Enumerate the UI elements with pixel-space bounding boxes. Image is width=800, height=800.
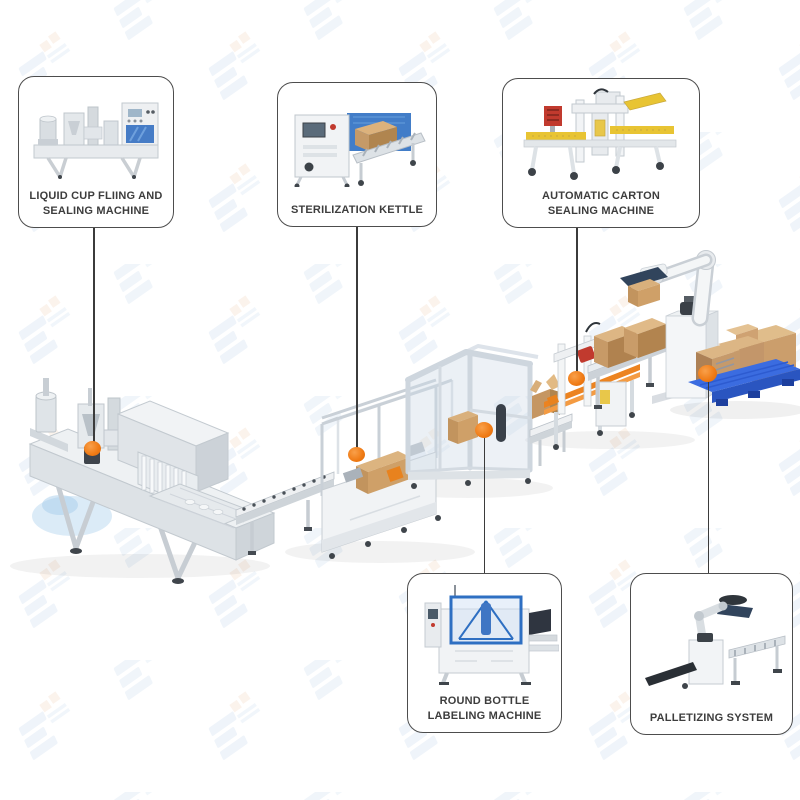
callout-label: ROUND BOTTLE LABELING MACHINE bbox=[427, 695, 542, 722]
palletizing-robot-icon bbox=[644, 595, 785, 690]
pallet-stack-graphic bbox=[688, 324, 800, 406]
callout-round-bottle-labeling: ROUND BOTTLE LABELING MACHINE bbox=[407, 573, 562, 733]
carton-sealing-machine-icon bbox=[523, 88, 677, 181]
sterilization-kettle-icon bbox=[294, 112, 426, 187]
box-conveyor-graphic bbox=[587, 318, 669, 409]
connector-line-carton-sealing bbox=[576, 228, 578, 374]
outfeed-conveyor-graphic bbox=[529, 374, 573, 466]
callout-automatic-carton-sealing: AUTOMATIC CARTON SEALING MACHINE bbox=[502, 78, 700, 228]
carton-sealing-machine-image bbox=[503, 79, 699, 189]
sterilization-kettle-machine-image bbox=[278, 83, 436, 203]
shadow bbox=[285, 541, 475, 563]
palletizing-robot-image bbox=[631, 574, 792, 711]
carton-sealer-graphic bbox=[544, 322, 640, 450]
callout-label: LIQUID CUP FLIING AND SEALING MACHINE bbox=[29, 190, 163, 217]
shadow bbox=[525, 431, 695, 449]
round-bottle-labeling-machine-image bbox=[408, 574, 561, 694]
highlight-dot-palletizing bbox=[698, 365, 717, 382]
highlight-dot-carton-sealing bbox=[568, 371, 585, 386]
connector-line-sterilization bbox=[356, 227, 358, 449]
highlight-dot-cup-filling bbox=[84, 441, 101, 456]
callout-palletizing-system: PALLETIZING SYSTEM bbox=[630, 573, 793, 735]
liquid-cup-filling-machine-image bbox=[19, 77, 173, 189]
round-bottle-labeling-machine-icon bbox=[424, 585, 559, 686]
callout-sterilization-kettle: STERILIZATION KETTLE bbox=[277, 82, 437, 227]
callout-label: AUTOMATIC CARTON SEALING MACHINE bbox=[541, 190, 661, 217]
liquid-cup-filling-machine-icon bbox=[33, 102, 159, 180]
infeed-conveyor-graphic bbox=[235, 471, 335, 555]
shadow bbox=[670, 401, 800, 419]
callout-liquid-cup-filling: LIQUID CUP FLIING AND SEALING MACHINE bbox=[18, 76, 174, 228]
highlight-dot-labeling bbox=[475, 422, 493, 438]
connector-line-labeling bbox=[483, 437, 486, 573]
case-packer-cage-graphic bbox=[405, 344, 539, 489]
shadow bbox=[10, 554, 270, 578]
connector-line-cup-filling bbox=[93, 228, 95, 446]
highlight-dot-sterilization bbox=[348, 447, 365, 462]
callout-label: PALLETIZING SYSTEM bbox=[649, 711, 774, 724]
cup-filling-machine-graphic bbox=[28, 378, 276, 584]
connector-line-palletizing bbox=[707, 381, 710, 573]
callout-label: STERILIZATION KETTLE bbox=[290, 203, 424, 216]
